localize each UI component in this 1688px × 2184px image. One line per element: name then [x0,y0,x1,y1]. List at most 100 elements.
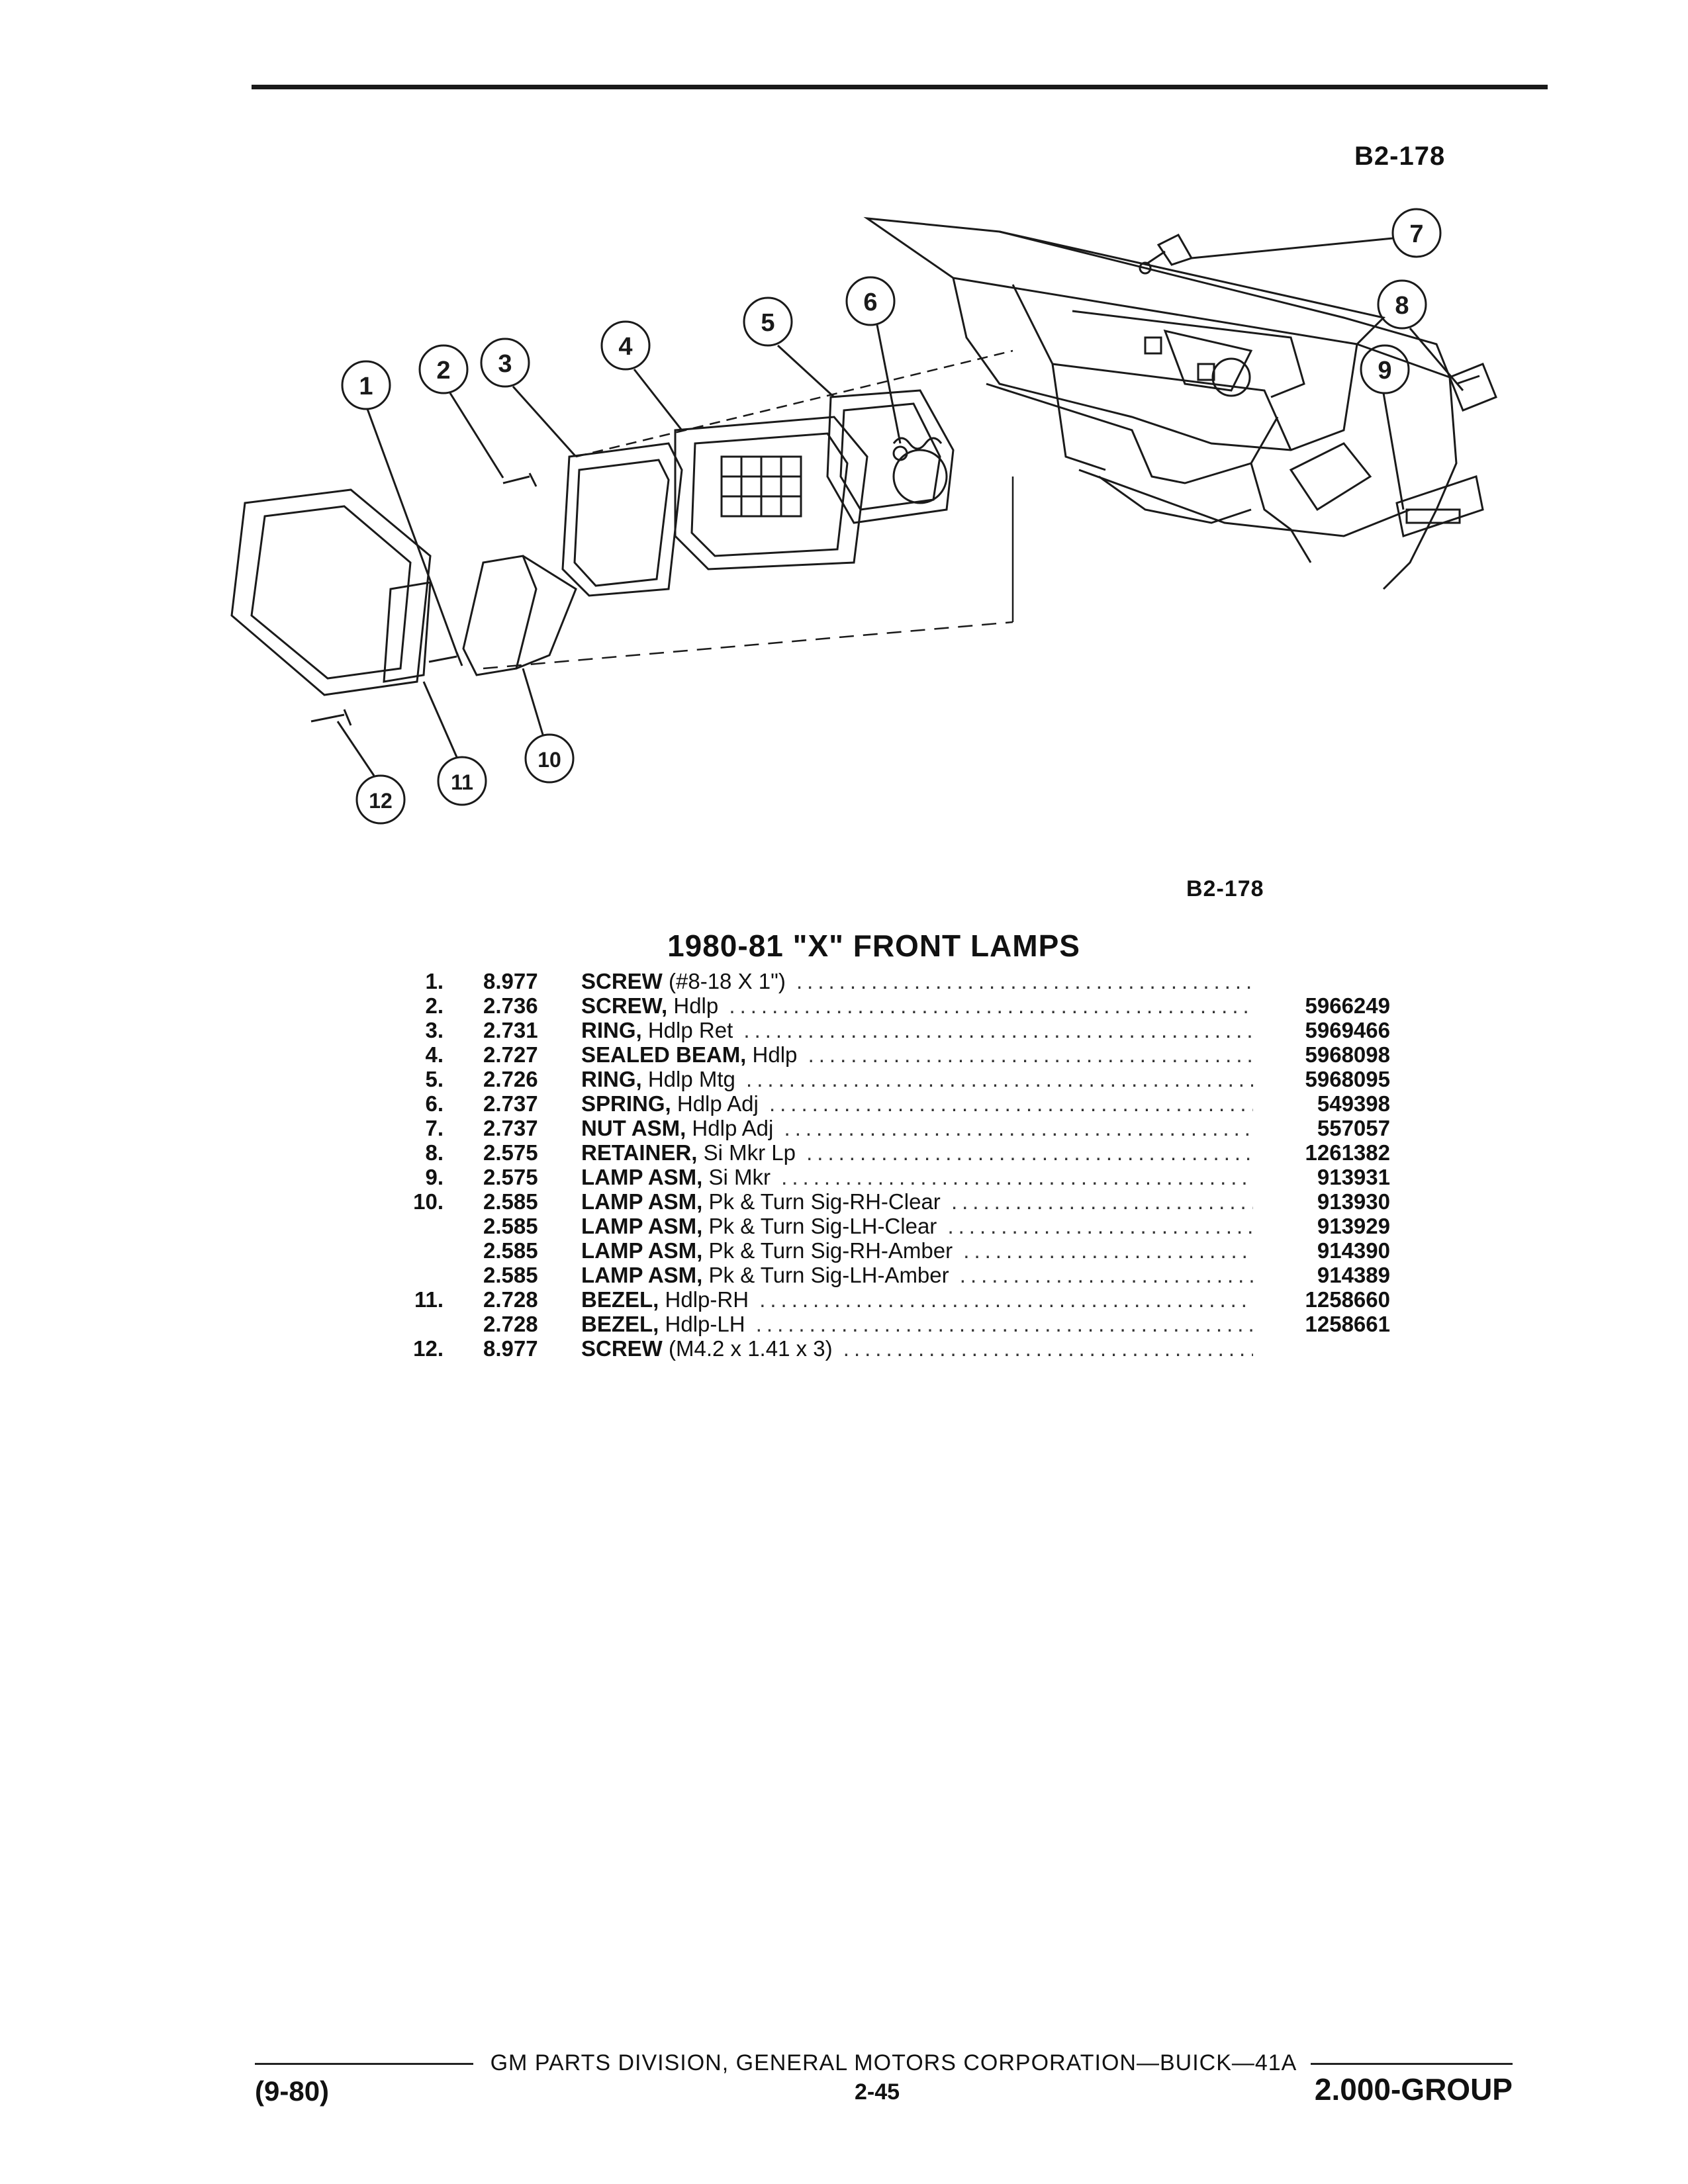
group-code: 2.737 [483,1091,538,1116]
leader-dots: ........................................… [947,1214,1253,1238]
callout-label: 1 [359,373,373,400]
item-index: 3. [425,1018,444,1042]
item-index: 6. [425,1091,444,1116]
part-number: 914390 [1317,1238,1390,1263]
parts-row: 8. 2.575 RETAINER, Si Mkr Lp .............… [397,1140,1390,1165]
callout-2 [418,344,504,478]
callout-7 [1191,208,1442,259]
part-detail: Hdlp Adj [686,1116,774,1140]
callout-5 [743,296,835,398]
parts-row: 2.728 BEZEL, Hdlp-LH ....................… [397,1312,1390,1336]
part-detail: Pk & Turn Sig-LH-Amber [702,1263,949,1287]
group-code: 2.585 [483,1214,538,1238]
part-description: LAMP ASM, Si Mkr .......................… [581,1165,1253,1189]
footer-publisher: GM PARTS DIVISION, GENERAL MOTORS CORPOR… [490,2050,1297,2075]
part-number: 5968098 [1305,1042,1390,1067]
figure-id-bottom: B2-178 [1186,876,1264,901]
part-description: SCREW (#8-18 X 1") .....................… [581,969,1253,993]
callout-8 [1377,279,1464,391]
group-code: 2.727 [483,1042,538,1067]
part-detail: Hdlp [746,1042,798,1067]
item-index: 8. [425,1140,444,1165]
leader-lines [483,349,1014,670]
leader-dots: ........................................… [959,1263,1253,1287]
callout-labels: 1 2 3 4 5 6 7 8 9 10 11 12 [359,220,1423,813]
group-code: 2.575 [483,1140,538,1165]
sealed-beam [674,416,868,570]
leader-dots: ........................................… [755,1312,1253,1336]
group-code: 8.977 [483,1336,538,1361]
callout-4 [600,320,683,431]
top-rule [252,85,1548,89]
callout-label: 8 [1395,292,1409,320]
part-number: 5968095 [1305,1067,1390,1091]
part-name: NUT ASM, [581,1116,686,1140]
callout-6 [845,276,902,444]
leader-dots: ........................................… [808,1042,1253,1067]
part-description: BEZEL, Hdlp-RH .........................… [581,1287,1253,1312]
part-name: SPRING, [581,1091,671,1116]
leader-dots: ........................................… [951,1189,1253,1214]
group-code: 2.728 [483,1312,538,1336]
callout-label: 9 [1378,357,1391,385]
part-detail: Pk & Turn Sig-RH-Clear [702,1189,941,1214]
side-marker-lamp [1395,363,1497,537]
leader-dots: ........................................… [784,1116,1253,1140]
callout-label: 12 [369,789,393,813]
part-name: RETAINER, [581,1140,698,1165]
mounting-ring [826,389,955,524]
bezel [230,488,432,696]
parts-list: 1. 8.977 SCREW (#8-18 X 1") ..............… [397,969,1390,1361]
callout-1 [341,360,459,657]
callout-11 [422,681,487,806]
part-name: RING, [581,1018,642,1042]
retaining-ring [561,442,683,597]
group-code: 2.736 [483,993,538,1018]
part-detail: (M4.2 x 1.41 x 3) [662,1336,833,1361]
callout-markers [336,208,1464,825]
part-detail: Pk & Turn Sig-LH-Clear [702,1214,937,1238]
item-index: 11. [414,1287,444,1312]
part-detail: Hdlp Adj [671,1091,759,1116]
parts-row: 6. 2.737 SPRING, Hdlp Adj ................… [397,1091,1390,1116]
group-code: 2.726 [483,1067,538,1091]
part-name: SCREW [581,1336,663,1361]
part-number: 913930 [1317,1189,1390,1214]
part-description: RETAINER, Si Mkr Lp ....................… [581,1140,1253,1165]
part-detail: Pk & Turn Sig-RH-Amber [702,1238,953,1263]
part-number: 1258660 [1305,1287,1390,1312]
part-name: SCREW, [581,993,668,1018]
leader-dots: ........................................… [769,1091,1253,1116]
part-number: 1261382 [1305,1140,1390,1165]
callout-3 [480,338,577,458]
leader-dots: ........................................… [746,1067,1253,1091]
exploded-lamp-diagram: 1 2 3 4 5 6 7 8 9 10 11 12 [230,208,1497,825]
part-detail: Hdlp [667,993,719,1018]
callout-label: 4 [618,333,632,361]
leader-dots: ........................................… [796,969,1253,993]
leader-dots: ........................................… [963,1238,1253,1263]
item-index: 1. [425,969,444,993]
footer-rule-left [255,2063,473,2065]
part-name: LAMP ASM, [581,1214,703,1238]
group-code: 2.737 [483,1116,538,1140]
part-number: 5966249 [1305,993,1390,1018]
part-description: SCREW (M4.2 x 1.41 x 3) ................… [581,1336,1253,1361]
footer-rule-right [1311,2063,1513,2065]
callout-label: 6 [863,289,877,316]
leader-dots: ........................................… [781,1165,1253,1189]
group-code: 2.575 [483,1165,538,1189]
part-description: BEZEL, Hdlp-LH .........................… [581,1312,1253,1336]
callout-label: 3 [498,350,512,378]
callout-label: 10 [538,748,561,772]
part-description: SCREW, Hdlp ............................… [581,993,1253,1018]
item-index: 4. [425,1042,444,1067]
section-title: 1980-81 "X" FRONT LAMPS [667,929,1080,963]
